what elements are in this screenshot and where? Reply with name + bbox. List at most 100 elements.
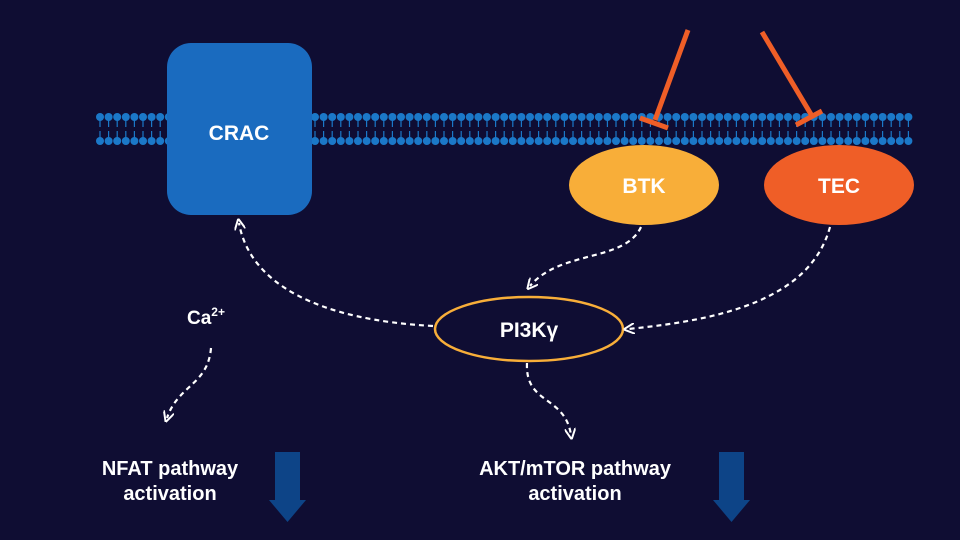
lipid-head — [895, 137, 904, 145]
pi3k-to-crac-arrow — [239, 223, 434, 328]
lipid-head — [508, 137, 517, 145]
lipid-head — [147, 137, 156, 145]
lipid-head — [354, 113, 362, 121]
tec-label: TEC — [818, 175, 860, 198]
lipid-head — [715, 113, 724, 121]
btk-label: BTK — [622, 175, 665, 198]
lipid-head — [577, 113, 586, 121]
lipid-head — [663, 113, 672, 121]
lipid-head — [620, 113, 629, 121]
crac-channel — [167, 43, 312, 215]
lipid-head — [904, 137, 913, 145]
lipid-head — [491, 137, 500, 145]
lipid-head — [741, 137, 749, 145]
lipid-head — [758, 113, 767, 121]
akt-activation-label: AKT/mTOR pathway activation — [455, 457, 695, 507]
lipid-head — [646, 137, 655, 145]
lipid-head — [500, 113, 509, 121]
lipid-head — [586, 137, 595, 145]
lipid-head — [844, 113, 853, 121]
lipid-head — [474, 137, 483, 145]
nfat-down-arrow — [269, 452, 306, 522]
lipid-head — [534, 137, 543, 145]
lipid-head — [465, 113, 474, 121]
lipid-head — [336, 137, 345, 145]
lipid-head — [689, 113, 698, 121]
lipid-head — [319, 137, 328, 145]
lipid-head — [775, 113, 784, 121]
lipid-head — [113, 113, 122, 121]
lipid-head — [388, 137, 397, 145]
lipid-head — [732, 113, 741, 121]
btk-inhibitor — [639, 29, 691, 131]
tec-to-pi3k-arrow — [628, 226, 832, 329]
lipid-head — [405, 137, 414, 145]
lipid-head — [594, 113, 603, 121]
lipid-head — [663, 137, 672, 145]
lipid-head — [629, 113, 638, 121]
lipid-head — [689, 137, 698, 145]
lipid-head — [723, 137, 732, 145]
lipid-head — [672, 113, 681, 121]
lipid-head — [414, 137, 423, 145]
lipid-head — [878, 137, 887, 145]
lipid-head — [121, 137, 130, 145]
lipid-head — [526, 113, 534, 121]
pi3k-to-akt-arrow — [525, 362, 571, 435]
lipid-head — [818, 137, 827, 145]
lipid-head — [113, 137, 122, 145]
lipid-head — [328, 137, 337, 145]
lipid-head — [156, 137, 165, 145]
crac-label: CRAC — [209, 122, 270, 145]
lipid-head — [827, 113, 835, 121]
lipid-head — [655, 137, 663, 145]
lipid-head — [698, 137, 706, 145]
lipid-head — [465, 137, 474, 145]
lipid-head — [861, 113, 870, 121]
lipid-head — [870, 137, 878, 145]
lipid-head — [405, 113, 414, 121]
lipid-head — [440, 113, 448, 121]
lipid-head — [379, 113, 388, 121]
lipid-head — [371, 137, 380, 145]
lipid-head — [362, 113, 371, 121]
lipid-head — [551, 113, 560, 121]
lipid-head — [457, 137, 466, 145]
lipid-head — [422, 113, 431, 121]
lipid-head — [844, 137, 853, 145]
nfat-line-1: NFAT pathway — [101, 458, 239, 480]
tec-node — [764, 145, 914, 225]
lipid-head — [431, 113, 440, 121]
lipid-head — [792, 137, 801, 145]
lipid-head — [457, 113, 466, 121]
lipid-head — [543, 137, 552, 145]
lipid-head — [784, 113, 792, 121]
lipid-head — [96, 113, 104, 121]
lipid-head — [311, 113, 319, 121]
lipid-head — [96, 137, 104, 145]
lipid-head — [560, 113, 569, 121]
lipid-head — [104, 113, 113, 121]
lipid-head — [809, 137, 818, 145]
lipid-head — [345, 113, 354, 121]
lipid-head — [603, 113, 612, 121]
lipid-head — [448, 137, 457, 145]
lipid-head — [508, 113, 517, 121]
lipid-head — [680, 137, 689, 145]
lipid-head — [577, 137, 586, 145]
lipid-head — [517, 113, 526, 121]
lipid-head — [612, 113, 620, 121]
pi3k-node — [433, 295, 625, 363]
lipid-head — [870, 113, 878, 121]
akt-line-2: activation — [528, 483, 622, 505]
lipid-head — [448, 113, 457, 121]
btk-to-pi3k-arrow — [530, 226, 642, 286]
lipid-head — [104, 137, 113, 145]
lipid-head — [715, 137, 724, 145]
lipid-head — [629, 137, 638, 145]
lipid-head — [534, 113, 543, 121]
lipid-head — [741, 113, 749, 121]
lipid-head — [328, 113, 337, 121]
lipid-head — [706, 113, 715, 121]
